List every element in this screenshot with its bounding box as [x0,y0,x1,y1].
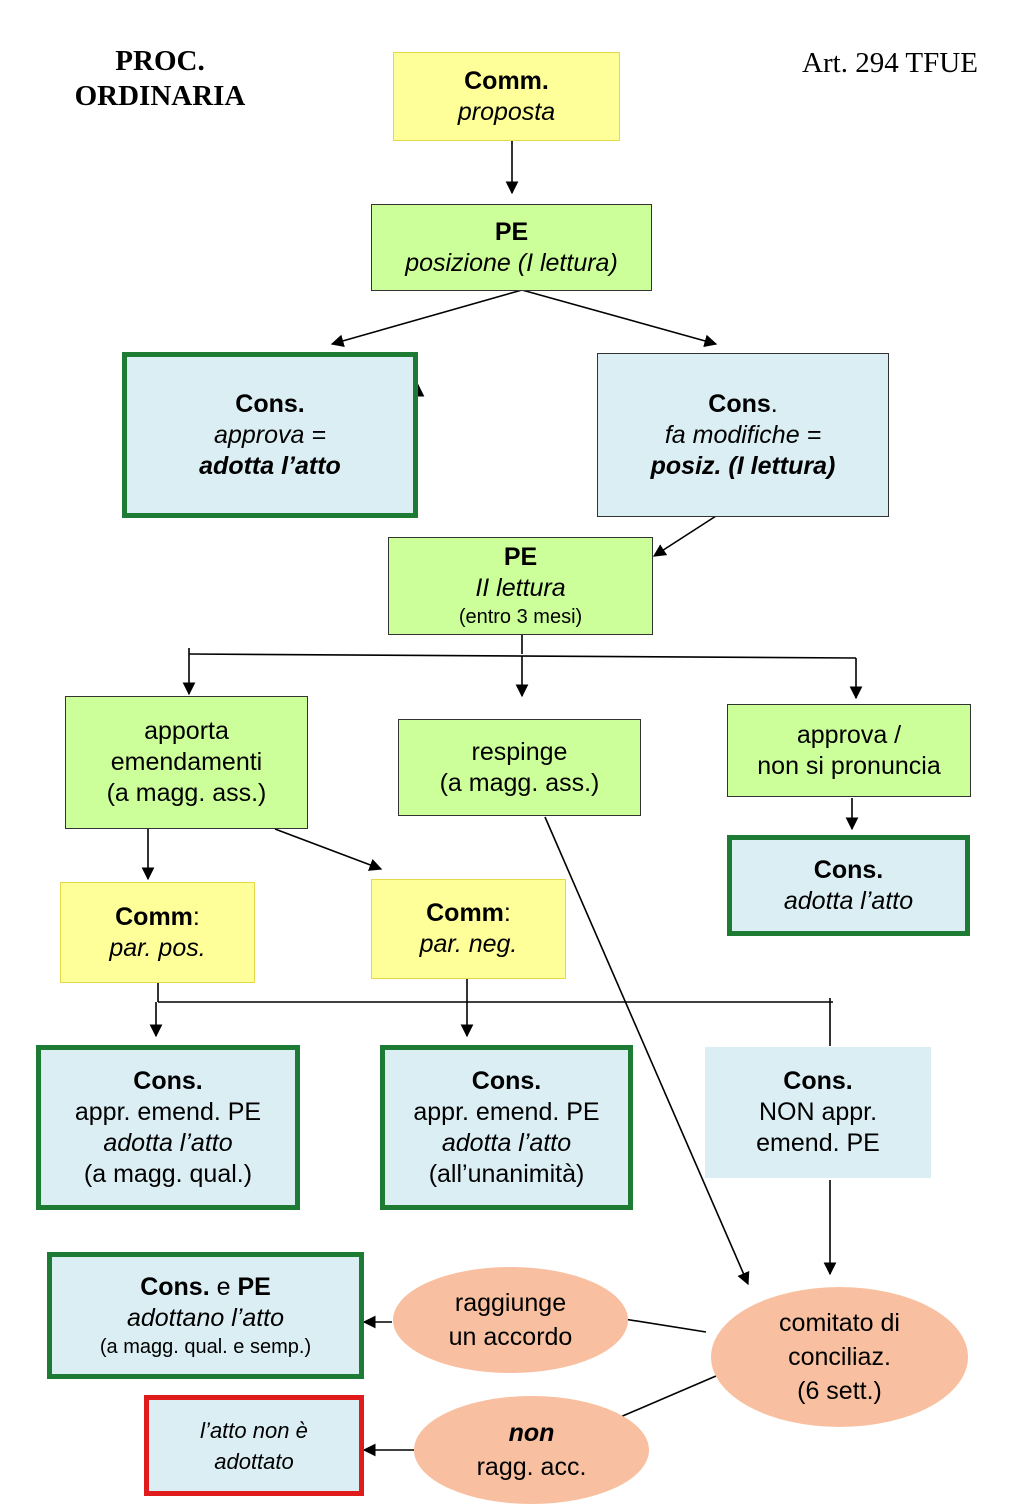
node-note: (entro 3 mesi) [458,606,583,628]
node-text-3: (6 sett.) [797,1377,882,1405]
node-cons-adotta: Cons. adotta l’atto [727,835,970,936]
node-atto-non-adottato: l’atto non è adottato [144,1395,364,1496]
node-text-2: (a magg. ass.) [439,768,600,797]
arrow-modifiche-to-pe2 [652,515,717,557]
node-note: (a magg. qual.) [83,1159,253,1188]
node-text-2: un accordo [448,1323,573,1351]
node-text-2: non si pronuncia [757,751,941,780]
node-cons-modifiche: Cons. fa modifiche = posiz. (I lettura) [597,353,889,517]
node-text-1: comitato di [779,1309,900,1337]
node-label-colon: : [503,899,511,927]
node-text: par. pos. [109,933,206,962]
node-label: Comm [115,902,193,931]
node-text-1: respinge [471,737,568,766]
node-comitato-conciliazione: comitato di conciliaz. (6 sett.) [711,1287,968,1427]
node-label-line: Comm: [426,898,511,929]
node-label-colon: : [192,902,200,931]
node-text-2: emendamenti [110,748,263,776]
node-text-2: emend. PE [756,1129,880,1157]
node-text-1: l’atto non è [200,1417,308,1443]
arrow-respinge-to-comitato [544,816,750,1286]
node-label: Cons [708,389,771,418]
arrow-pe-to-cons-modifiche [521,289,718,348]
node-result: adotta l’atto [441,1128,572,1157]
node-text: proposta [457,97,556,126]
node-result: adotta l’atto [199,451,341,480]
node-note: (all’unanimità) [428,1159,585,1188]
node-text-1: approva / [796,720,902,749]
node-result: adotta l’atto [103,1128,233,1157]
node-label-line: Cons. [708,389,777,420]
node-label: Comm. [464,66,549,95]
node-comm-parere-positivo: Comm: par. pos. [60,882,255,983]
node-comm-parere-negativo: Comm: par. neg. [371,879,566,979]
node-text: appr. emend. PE [413,1097,600,1126]
node-label-dot: . [770,389,778,418]
node-text-1: raggiunge [454,1289,567,1317]
node-text: adottano l’atto [126,1303,285,1332]
node-comm-proposta: Comm. proposta [393,52,620,141]
node-label-pe: PE [237,1272,271,1301]
node-label: Cons. [783,1067,853,1095]
arrow-pe-to-cons-approva [330,289,523,348]
node-label-line: Cons. e PE [140,1272,271,1303]
node-text: appr. emend. PE [74,1097,262,1126]
node-label: Cons. [235,389,305,418]
article-reference: Art. 294 TFUE [802,47,978,79]
node-pe-prima-lettura: PE posizione (I lettura) [371,204,652,291]
node-text-2: adottato [214,1448,294,1474]
node-apporta-emendamenti: apporta emendamenti (a magg. ass.) [65,696,308,829]
node-respinge: respinge (a magg. ass.) [398,719,641,816]
line-comitato-to-raggiunge [623,1318,707,1333]
node-approva-non-pronuncia: approva / non si pronuncia [727,704,971,797]
node-text-2: ragg. acc. [476,1453,587,1481]
node-pe-seconda-lettura: PE II lettura (entro 3 mesi) [388,537,653,635]
node-label: PE [494,217,529,246]
node-text-1: NON appr. [758,1098,878,1126]
node-label: Cons. [133,1066,203,1095]
node-text: II lettura [475,574,566,602]
node-label: Comm [426,899,504,927]
node-text: adotta l’atto [783,886,914,915]
line-comitato-to-non [617,1375,717,1419]
node-label-and: e [209,1272,238,1301]
node-label-line: Comm: [115,902,200,933]
node-text-2: conciliaz. [788,1343,891,1371]
node-non-raggiunge-accordo: non ragg. acc. [414,1396,649,1504]
procedure-title-line-1: PROC. [115,45,205,77]
node-text-3: (a magg. ass.) [106,779,267,807]
node-result: posiz. (I lettura) [650,451,836,480]
node-text: fa modifiche = [664,420,822,449]
node-text: posizione (I lettura) [405,248,618,277]
node-label: Cons. [813,855,884,884]
node-text: par. neg. [419,930,518,958]
node-raggiunge-accordo: raggiunge un accordo [393,1267,628,1373]
node-cons-pe-adottano: Cons. e PE adottano l’atto (a magg. qual… [47,1252,364,1379]
procedure-title: PROC. ORDINARIA [40,44,280,114]
node-cons-maggioranza-qualificata: Cons. appr. emend. PE adotta l’atto (a m… [36,1045,300,1210]
procedure-title-line-2: ORDINARIA [74,80,246,112]
node-text-1: apporta [144,717,229,745]
node-label-cons: Cons. [140,1272,210,1301]
arrow-apporta-to-neg [274,828,383,871]
node-cons-unanimita: Cons. appr. emend. PE adotta l’atto (all… [380,1045,633,1210]
node-text: approva = [214,420,326,449]
node-note: (a magg. qual. e semp.) [99,1335,312,1358]
node-label: Cons. [471,1066,542,1095]
node-text-1: non [508,1419,555,1447]
node-cons-approva: Cons. approva = adotta l’atto [122,352,418,518]
node-label: PE [503,543,538,571]
node-cons-non-approva: Cons. NON appr. emend. PE [705,1047,931,1178]
